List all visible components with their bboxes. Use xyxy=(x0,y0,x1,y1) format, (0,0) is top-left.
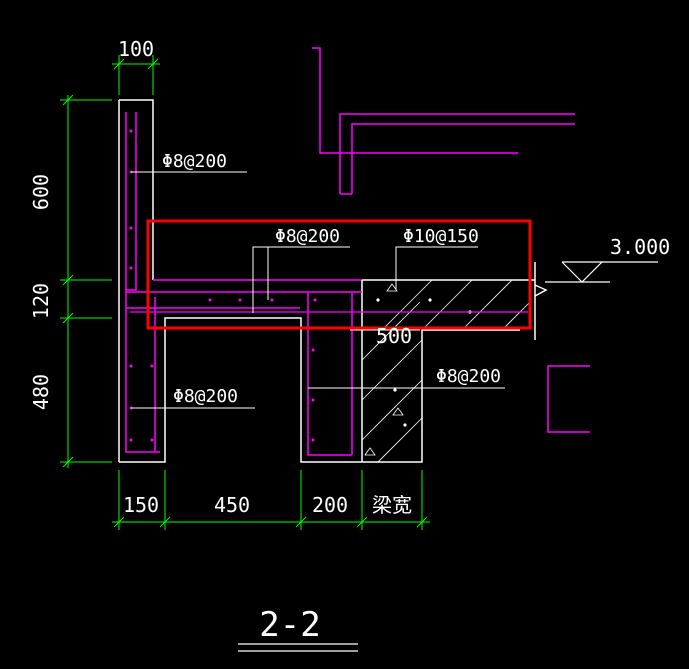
hatch-line xyxy=(463,279,513,329)
rebar-group xyxy=(125,112,528,456)
rebar-hook-detail-1 xyxy=(312,47,518,154)
rebar-dot xyxy=(208,298,212,302)
rebar-dot xyxy=(313,298,317,302)
hatch-line xyxy=(361,379,423,441)
rebar-dot xyxy=(311,348,315,352)
rebar-label-slab-right: Φ10@150 xyxy=(403,226,479,247)
concrete-outline xyxy=(118,99,548,463)
elevation-triangle xyxy=(561,261,604,283)
rebar-dot xyxy=(129,438,133,442)
hatch-dot xyxy=(403,423,407,427)
rebar-label-beam-side: Φ8@200 xyxy=(436,366,501,387)
dim-tick xyxy=(295,516,307,528)
rebar-label-upper-wall: Φ8@200 xyxy=(162,151,227,172)
rebar-label-slab-left: Φ8@200 xyxy=(275,226,340,247)
dim-tick xyxy=(113,516,125,528)
hatch-line xyxy=(381,279,433,331)
hatch-triangle xyxy=(392,407,404,416)
hatch-triangle xyxy=(364,447,376,456)
dim-label-slab-support: 500 xyxy=(376,324,412,348)
hatch-dot xyxy=(428,298,432,302)
lower-wall-rebar-left xyxy=(307,292,352,456)
leader-lines xyxy=(131,171,505,409)
hatch-dot xyxy=(393,388,397,392)
hatch-line xyxy=(377,417,423,463)
rebar-dot xyxy=(150,364,154,368)
rebar-label-lower-wall: Φ8@200 xyxy=(173,386,238,407)
dim-tick xyxy=(62,312,74,324)
dim-label-bottom-450: 450 xyxy=(214,493,250,517)
hatch-line xyxy=(503,301,531,329)
hatch-dot xyxy=(376,298,380,302)
dim-tick xyxy=(113,58,125,70)
dim-tick xyxy=(62,274,74,286)
dim-label-top-width: 100 xyxy=(118,37,154,61)
elevation-marker xyxy=(545,261,658,283)
dim-tick xyxy=(62,94,74,106)
dim-tick xyxy=(356,516,368,528)
beam-outline xyxy=(362,329,520,463)
hatch-line xyxy=(423,279,473,329)
leader-slab-right xyxy=(395,246,478,290)
dim-label-vertical-120: 120 xyxy=(29,283,53,319)
elevation-label: 3.000 xyxy=(610,235,670,259)
dim-label-beam-width: 梁宽 xyxy=(372,493,412,517)
dim-tick xyxy=(159,516,171,528)
rebar-dot xyxy=(129,226,133,230)
title-underline xyxy=(238,643,358,652)
stirrup-detail xyxy=(547,365,590,433)
break-line-zigzag xyxy=(534,284,548,297)
rebar-detail-sketch xyxy=(312,47,590,433)
lower-wall-outline xyxy=(119,317,362,463)
rebar-dot xyxy=(150,438,154,442)
rebar-dot xyxy=(129,129,133,133)
rebar-hook-detail-2 xyxy=(339,113,575,194)
drawing-title: 2-2 xyxy=(259,605,320,645)
dim-label-vertical-480: 480 xyxy=(29,374,53,410)
rebar-dot xyxy=(311,438,315,442)
dimension-lines xyxy=(60,55,430,530)
rebar-dot xyxy=(129,266,133,270)
dim-tick xyxy=(62,456,74,468)
dim-tick xyxy=(416,516,428,528)
rebar-hook-detail-3 xyxy=(351,123,575,194)
hatch-line xyxy=(361,339,423,401)
highlight-box xyxy=(146,219,532,330)
rebar-dot xyxy=(129,364,133,368)
dim-tick xyxy=(147,58,159,70)
rebar-dot xyxy=(270,298,274,302)
leader-slab-left xyxy=(252,246,350,313)
rebar-dot xyxy=(311,398,315,402)
rebar-dot xyxy=(238,298,242,302)
dim-label-bottom-200: 200 xyxy=(312,493,348,517)
hatch-triangle xyxy=(386,283,398,292)
dim-label-bottom-150: 150 xyxy=(123,493,159,517)
dim-label-vertical-600: 600 xyxy=(29,174,53,210)
